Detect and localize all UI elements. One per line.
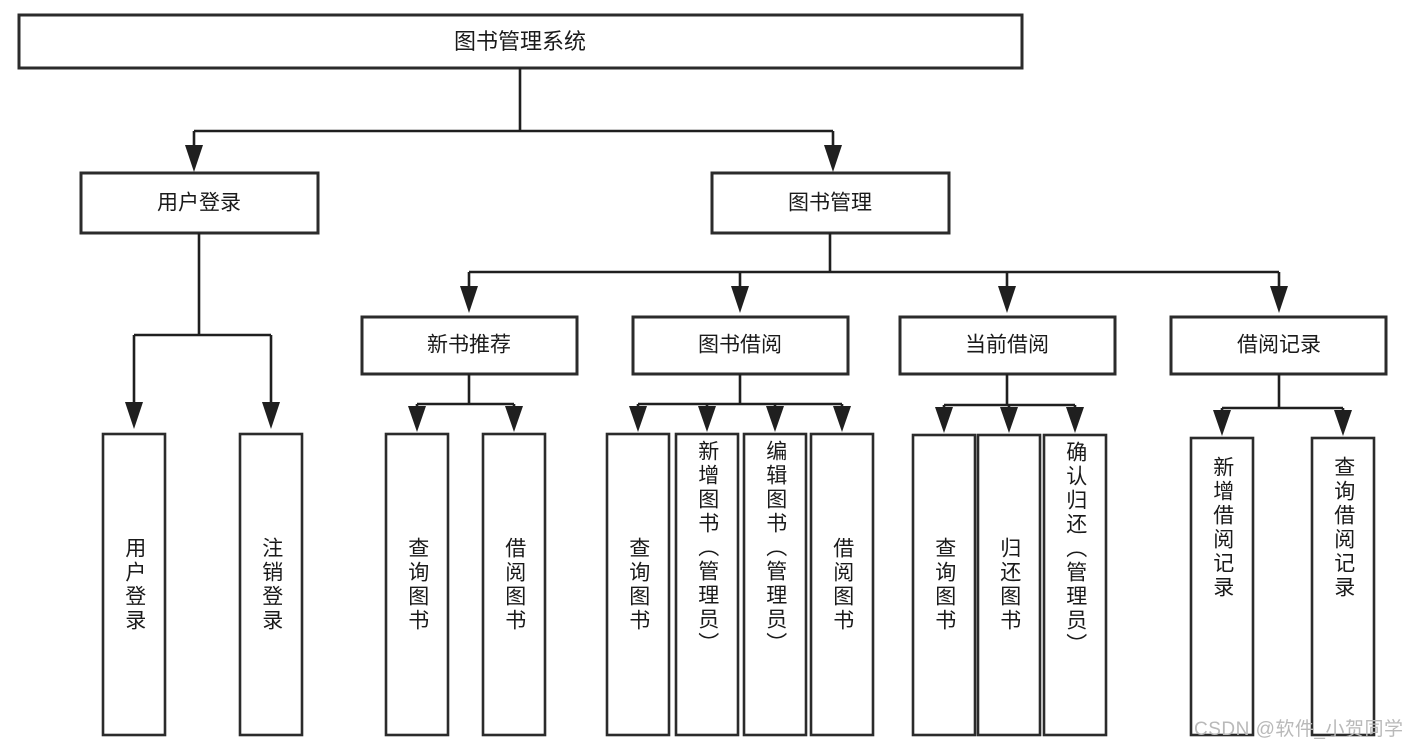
leaf-box-user-login[interactable]	[101, 432, 167, 737]
node-book-borrow[interactable]: 图书借阅	[631, 315, 850, 376]
leaf-box-query-book-3[interactable]	[911, 433, 977, 737]
arrow-br-1	[1213, 410, 1231, 436]
arrow-borrow-record	[1270, 286, 1288, 313]
arrow-new-book	[460, 286, 478, 313]
current-borrow-box	[898, 315, 1117, 376]
root-label: 图书管理系统	[454, 29, 586, 54]
leaf-box-borrow-book-2[interactable]	[809, 432, 875, 737]
arrow-book-manage	[824, 145, 842, 172]
connector-borrow-record-to-leaves	[1213, 374, 1352, 436]
arrow-bb-4	[833, 406, 851, 432]
leaf-box-borrow-book-1[interactable]	[481, 432, 547, 737]
node-new-book-recommend[interactable]: 新书推荐	[360, 315, 579, 376]
arrow-nb-2	[505, 406, 523, 432]
arrow-leaf-user-login	[125, 402, 143, 429]
leaf-box-add-book[interactable]	[674, 432, 740, 737]
node-root[interactable]: 图书管理系统	[17, 13, 1024, 70]
book-manage-label: 图书管理	[788, 192, 872, 215]
arrow-leaf-logout	[262, 402, 280, 429]
connector-root-to-level2	[185, 68, 842, 172]
book-borrow-box	[631, 315, 850, 376]
leaf-box-query-book-2[interactable]	[605, 432, 671, 737]
arrow-cb-1	[935, 407, 953, 433]
arrow-user-login	[185, 145, 203, 172]
arrow-bb-1	[629, 406, 647, 432]
current-borrow-label: 当前借阅	[965, 334, 1049, 357]
new-book-recommend-box	[360, 315, 579, 376]
connector-book-borrow-to-leaves	[629, 374, 851, 432]
connector-book-manage-to-level3	[460, 233, 1288, 313]
arrow-bb-2	[698, 406, 716, 432]
connector-user-login-to-leaves	[125, 233, 280, 429]
node-book-manage[interactable]: 图书管理	[710, 171, 951, 235]
leaf-box-add-record[interactable]	[1189, 436, 1255, 737]
arrow-current-borrow	[998, 286, 1016, 313]
leaf-box-query-book-1[interactable]	[384, 432, 450, 737]
user-login-label: 用户登录	[157, 192, 241, 215]
arrow-book-borrow	[731, 286, 749, 313]
arrow-nb-1	[408, 406, 426, 432]
new-book-recommend-label: 新书推荐	[427, 334, 511, 357]
book-borrow-label: 图书借阅	[698, 334, 782, 357]
leaf-box-query-record[interactable]	[1310, 436, 1376, 737]
arrow-cb-2	[1000, 407, 1018, 433]
leaf-box-confirm-return[interactable]	[1042, 433, 1108, 737]
node-user-login[interactable]: 用户登录	[79, 171, 320, 235]
root-box	[17, 13, 1024, 70]
arrow-br-2	[1334, 410, 1352, 436]
arrow-bb-3	[766, 406, 784, 432]
arrow-cb-3	[1066, 407, 1084, 433]
borrow-record-label: 借阅记录	[1237, 334, 1321, 357]
connector-current-borrow-to-leaves	[935, 374, 1084, 433]
borrow-record-box	[1169, 315, 1388, 376]
leaf-box-return-book[interactable]	[976, 433, 1042, 737]
leaf-box-logout[interactable]	[238, 432, 304, 737]
node-current-borrow[interactable]: 当前借阅	[898, 315, 1117, 376]
node-borrow-record[interactable]: 借阅记录	[1169, 315, 1388, 376]
book-manage-box	[710, 171, 951, 235]
csdn-watermark: CSDN @软件_小贺同学	[1194, 719, 1404, 740]
leaf-box-edit-book[interactable]	[742, 432, 808, 737]
connector-new-book-to-leaves	[408, 374, 523, 432]
